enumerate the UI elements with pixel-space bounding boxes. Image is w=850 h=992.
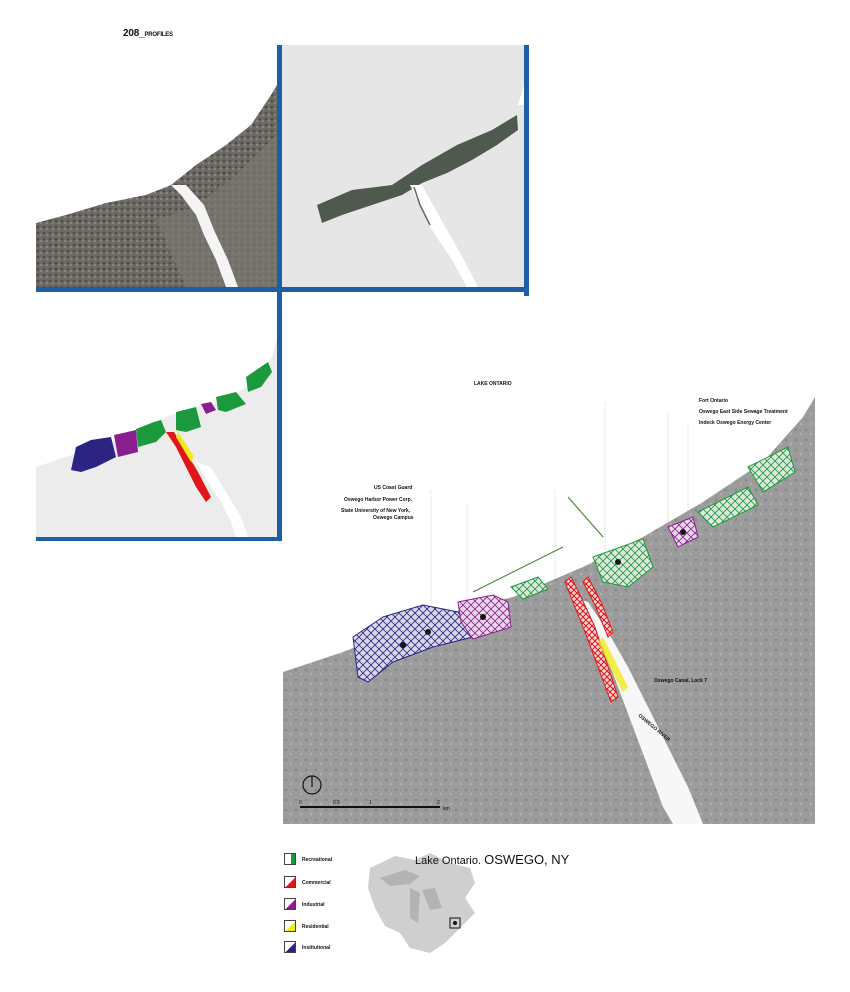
scale-unit: km [443, 806, 450, 812]
legend-label: Institutional [302, 945, 331, 951]
frame-line [524, 45, 529, 296]
legend-label: Commercial [302, 880, 331, 886]
legend-swatch [284, 920, 296, 932]
main-landuse-map [283, 377, 815, 824]
lake-label: LAKE ONTARIO [474, 381, 512, 387]
map-title: Lake Ontario. OSWEGO, NY [415, 852, 569, 867]
page-header: 208_PROFILES [123, 28, 173, 39]
legend-fill [285, 899, 295, 909]
legend-swatch [284, 876, 296, 888]
frame-line [36, 287, 529, 292]
legend-fill [285, 942, 295, 952]
legend-label: Recreational [302, 857, 333, 863]
scale-tick: 2 [437, 800, 440, 806]
frame-line [36, 537, 282, 541]
callout-sewage: Oswego East Side Sewage Treatment [699, 409, 788, 415]
scale-tick: 0.5 [333, 800, 340, 806]
legend-fill [285, 877, 295, 887]
callout-harbor-power: Oswego Harbor Power Corp. [344, 497, 413, 503]
scale-tick: 1 [369, 800, 372, 806]
legend-label: Residential [302, 924, 329, 930]
frame-line [277, 45, 282, 541]
legend-swatch [284, 853, 296, 865]
callout-canal-lock: Oswego Canal, Lock 7 [654, 678, 708, 684]
title-prefix: Lake Ontario. [415, 855, 482, 867]
section-label: PROFILES [144, 32, 173, 38]
callout-suny-line2: Oswego Campus [373, 515, 414, 521]
callout-suny-line1: State University of New York, [341, 508, 411, 514]
legend-swatch [284, 898, 296, 910]
legend-label: Industrial [302, 902, 325, 908]
legend-fill [291, 854, 295, 864]
legend-swatch [284, 941, 296, 953]
callout-fort-ontario: Fort Ontario [699, 398, 728, 404]
title-place: OSWEGO, NY [484, 852, 570, 867]
callout-indeck: Indeck Oswego Energy Center [699, 420, 772, 426]
callout-coast-guard: US Coast Guard [374, 485, 413, 491]
overlay-map-panel [282, 45, 524, 287]
aerial-photo-panel [36, 45, 277, 287]
page-number: 208_ [123, 28, 145, 39]
landuse-map-panel [36, 292, 277, 537]
great-lakes-locator-map [368, 853, 475, 953]
scale-tick: 0 [299, 800, 302, 806]
legend-fill [285, 921, 295, 931]
